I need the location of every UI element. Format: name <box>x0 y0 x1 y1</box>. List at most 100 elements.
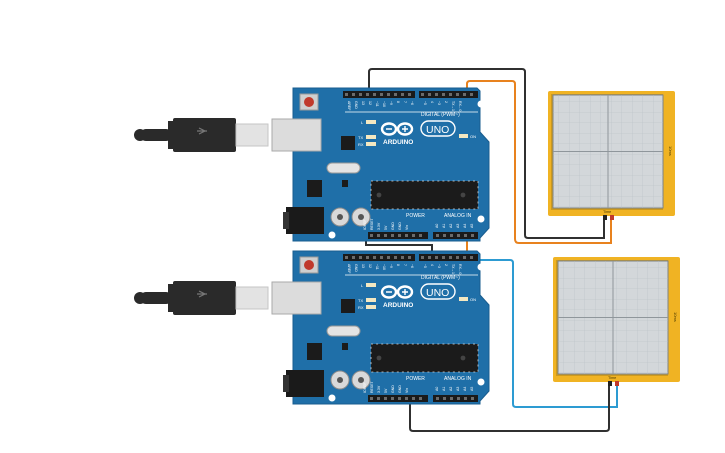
pin-label: A3 <box>456 224 460 228</box>
usb-socket <box>271 281 322 315</box>
pin-hole <box>450 234 453 237</box>
pin-hole <box>471 234 474 237</box>
transistor <box>342 343 348 350</box>
pin-hole <box>449 93 452 96</box>
pin-label: 12 <box>368 264 372 268</box>
pin-hole <box>463 93 466 96</box>
pin-label: 5V <box>384 225 388 230</box>
header-digital-low <box>419 91 478 98</box>
led-on <box>459 297 468 301</box>
digital-header-label: DIGITAL (PWM~) <box>421 112 460 118</box>
wire-black-bottom[interactable] <box>409 386 610 432</box>
pin-label: 3.3V <box>377 222 381 230</box>
usb-strain-relief <box>168 121 174 149</box>
pin-label: ~5 <box>423 264 427 268</box>
mount-hole <box>477 100 485 108</box>
pin-hole <box>401 93 404 96</box>
pin-hole <box>421 256 424 259</box>
pin-label: AREF <box>347 101 351 110</box>
model-name: UNO <box>426 124 449 136</box>
wire-black-top[interactable] <box>368 68 605 239</box>
pin-hole <box>428 93 431 96</box>
pin-label: A5 <box>470 387 474 391</box>
pin-hole <box>405 234 408 237</box>
wire-blue[interactable] <box>472 259 618 408</box>
model-name: UNO <box>426 287 449 299</box>
capacitor-1-top <box>337 377 343 383</box>
pin-label: GND <box>391 222 395 230</box>
digital-header-label: DIGITAL (PWM~) <box>421 275 460 281</box>
usb-symbol-icon <box>197 127 207 135</box>
pin-label: 13 <box>361 101 365 105</box>
led-l-label: L <box>361 283 364 288</box>
logo-loop-left <box>380 285 398 299</box>
probe-terminal-positive[interactable] <box>610 215 614 220</box>
pin-label: IOREF <box>363 219 367 230</box>
pin-hole <box>384 234 387 237</box>
power-jack <box>286 207 324 234</box>
pin-label: A1 <box>442 224 446 228</box>
pin-hole <box>373 256 376 259</box>
pin-label: RX←0 <box>458 264 462 274</box>
mount-hole <box>328 231 336 239</box>
usb-chip <box>341 136 355 150</box>
probe-terminal-positive[interactable] <box>615 381 619 386</box>
pin-label: A0 <box>435 224 439 228</box>
pin-hole <box>352 93 355 96</box>
reset-button[interactable] <box>304 97 314 107</box>
pin-label: ~10 <box>382 101 386 107</box>
pin-label: Vin <box>405 225 409 230</box>
pin-label: ~11 <box>375 101 379 107</box>
capacitor-1-top <box>337 214 343 220</box>
led-rx-label: RX <box>358 305 364 310</box>
pin-hole <box>436 234 439 237</box>
pin-hole <box>370 234 373 237</box>
pin-hole <box>345 256 348 259</box>
pin-hole <box>456 93 459 96</box>
pin-hole <box>435 93 438 96</box>
header-digital-high <box>343 91 415 98</box>
pin-hole <box>412 397 415 400</box>
pin-hole <box>401 256 404 259</box>
pin-label: ~6 <box>410 264 414 268</box>
pin-label: A4 <box>463 224 467 228</box>
logo-loop-left <box>380 122 398 136</box>
pin-hole <box>457 397 460 400</box>
header-digital-high <box>343 254 415 261</box>
pin-label: RESET <box>370 380 374 393</box>
pin-label: IOREF <box>363 382 367 393</box>
wires <box>365 68 618 432</box>
pin-label: ~6 <box>410 101 414 105</box>
probe-terminal-negative[interactable] <box>608 381 612 386</box>
led-on-label: ON <box>470 297 476 302</box>
pin-label: AREF <box>347 264 351 273</box>
reset-button[interactable] <box>304 260 314 270</box>
pin-hole <box>359 256 362 259</box>
pin-hole <box>384 397 387 400</box>
wire-orange[interactable] <box>466 80 612 260</box>
chip-notch <box>376 355 382 361</box>
crystal-oscillator <box>326 325 361 337</box>
pin-label: 7 <box>403 264 407 266</box>
probe-terminal-negative[interactable] <box>603 215 607 220</box>
pin-hole <box>464 234 467 237</box>
pin-label: A2 <box>449 224 453 228</box>
pin-hole <box>449 256 452 259</box>
scope-time-scale: 10ms <box>673 312 678 322</box>
pin-label: A1 <box>442 387 446 391</box>
usb-symbol-icon <box>197 290 207 298</box>
led-tx-label: TX <box>358 298 363 303</box>
usb-cable[interactable] <box>134 281 269 315</box>
atmega-chip <box>371 181 478 209</box>
pin-hole <box>366 93 369 96</box>
pin-label: 8 <box>396 101 400 103</box>
pin-hole <box>443 234 446 237</box>
usb-cable-wire <box>140 129 172 141</box>
pin-label: GND <box>391 385 395 393</box>
usb-cable[interactable] <box>134 118 269 152</box>
